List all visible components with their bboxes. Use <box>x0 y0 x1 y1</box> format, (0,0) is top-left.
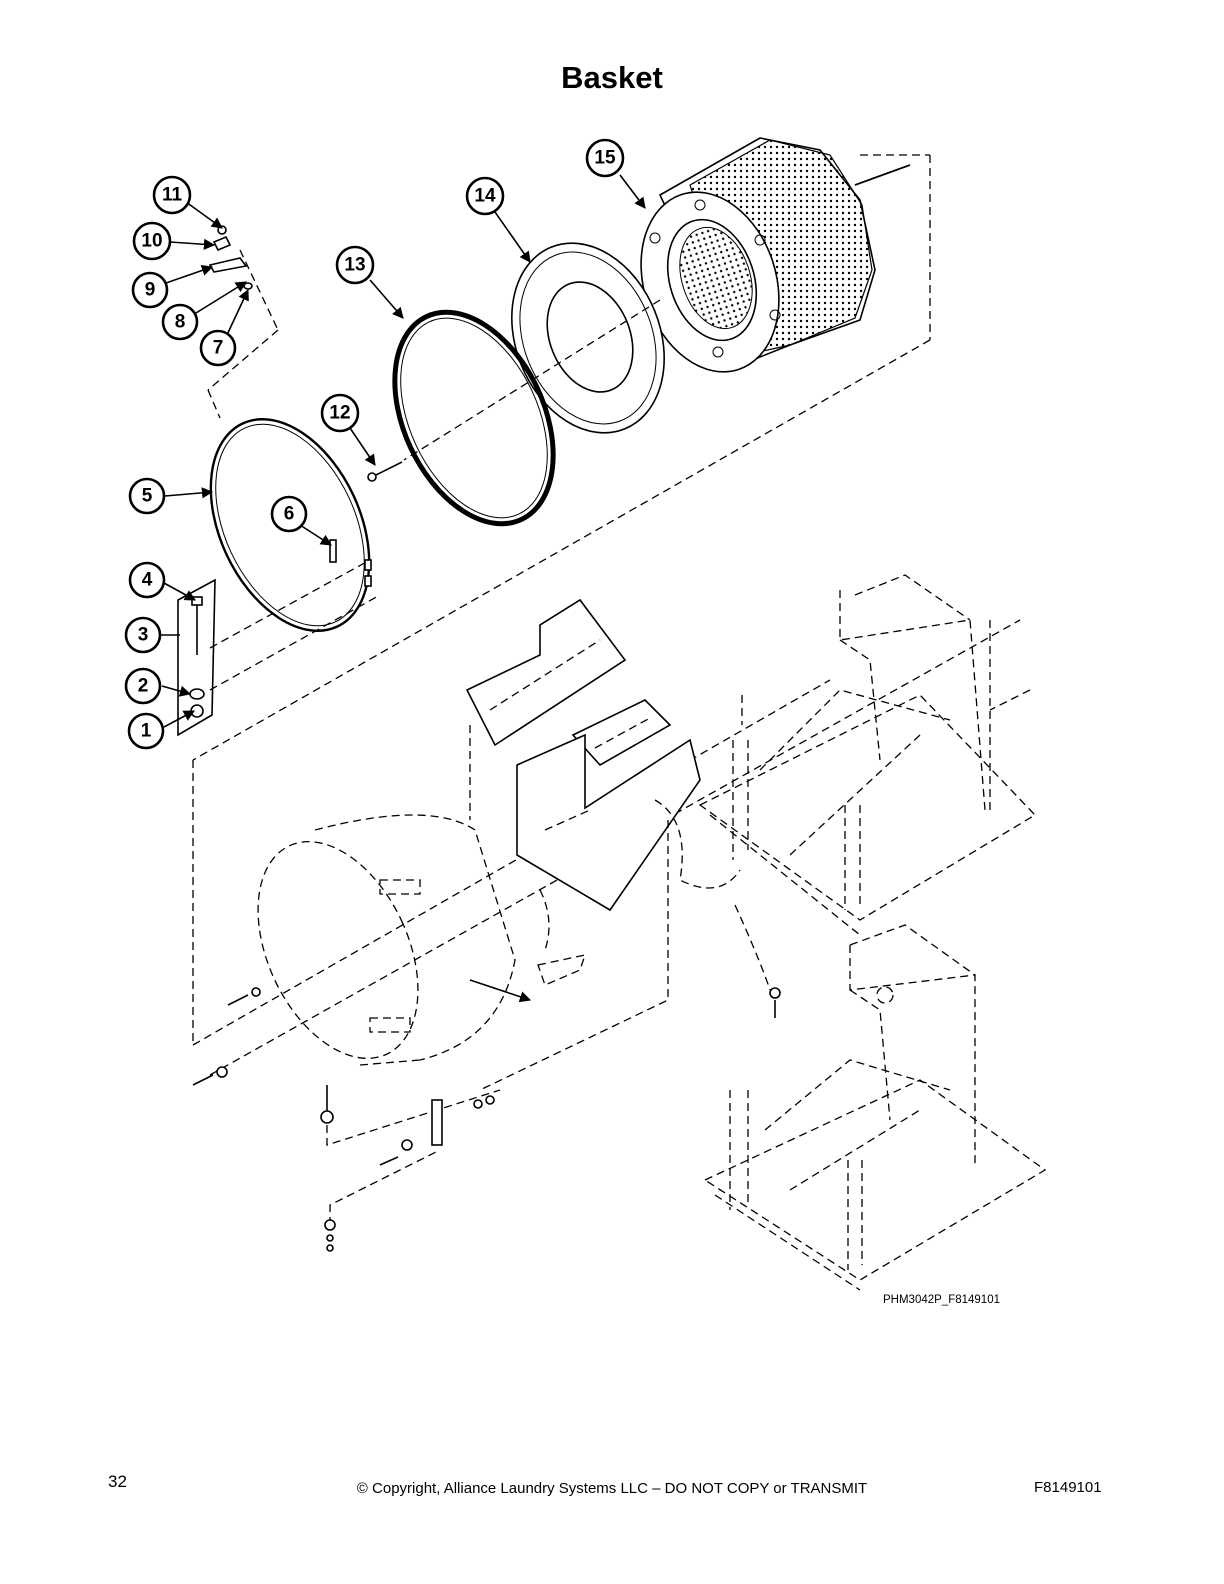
callout-14-label: 14 <box>474 186 496 207</box>
callout-12-label: 12 <box>329 403 350 424</box>
callouts: 1 2 3 4 5 6 7 8 9 10 11 12 13 14 15 <box>124 138 625 750</box>
callout-9-label: 9 <box>145 280 156 301</box>
upper-frame <box>698 574 1037 936</box>
bolt-assembly <box>177 578 216 737</box>
leader-lines <box>160 174 646 728</box>
callout-4: 4 <box>128 561 166 599</box>
basket-drum <box>640 137 911 373</box>
callout-7: 7 <box>199 329 237 367</box>
callout-5-label: 5 <box>142 486 153 507</box>
figure-code: PHM3042P_F8149101 <box>883 1294 1000 1306</box>
callout-2: 2 <box>124 667 162 705</box>
assembly-lines <box>192 154 1031 1076</box>
callout-2-label: 2 <box>138 676 149 697</box>
callout-15-label: 15 <box>594 148 616 169</box>
copyright-notice: © Copyright, Alliance Laundry Systems LL… <box>356 1480 868 1497</box>
callout-14: 14 <box>465 176 505 216</box>
callout-13: 13 <box>335 245 375 285</box>
callout-10: 10 <box>132 221 172 261</box>
callout-6: 6 <box>270 495 308 533</box>
clamp-hardware <box>207 225 279 419</box>
callout-10-label: 10 <box>141 231 162 252</box>
page-title: Basket <box>561 60 663 95</box>
callout-13-label: 13 <box>344 255 365 276</box>
page-number: 32 <box>108 1472 127 1491</box>
document-number: F8149101 <box>1034 1479 1102 1496</box>
callout-3-label: 3 <box>138 625 149 646</box>
callout-1: 1 <box>127 712 165 750</box>
door-gasket <box>392 309 556 527</box>
callout-9: 9 <box>131 271 169 309</box>
brackets <box>465 598 771 1091</box>
callout-3: 3 <box>124 616 162 654</box>
bolt-12 <box>367 461 403 482</box>
front-panel-ring <box>511 242 665 434</box>
callout-15: 15 <box>585 138 625 178</box>
clamp-ring <box>209 418 372 632</box>
callout-11-label: 11 <box>162 185 183 206</box>
callout-8-label: 8 <box>175 312 186 333</box>
callout-1-label: 1 <box>141 721 152 742</box>
lower-frame <box>703 924 1047 1291</box>
outer-shell <box>257 814 586 1066</box>
pin-6 <box>329 539 337 563</box>
callout-6-label: 6 <box>284 504 295 525</box>
callout-4-label: 4 <box>142 570 153 591</box>
bottom-hardware <box>192 987 781 1252</box>
callout-11: 11 <box>152 175 192 215</box>
callout-5: 5 <box>128 477 166 515</box>
callout-7-label: 7 <box>213 338 224 359</box>
callout-8: 8 <box>161 303 199 341</box>
callout-12: 12 <box>320 393 360 433</box>
